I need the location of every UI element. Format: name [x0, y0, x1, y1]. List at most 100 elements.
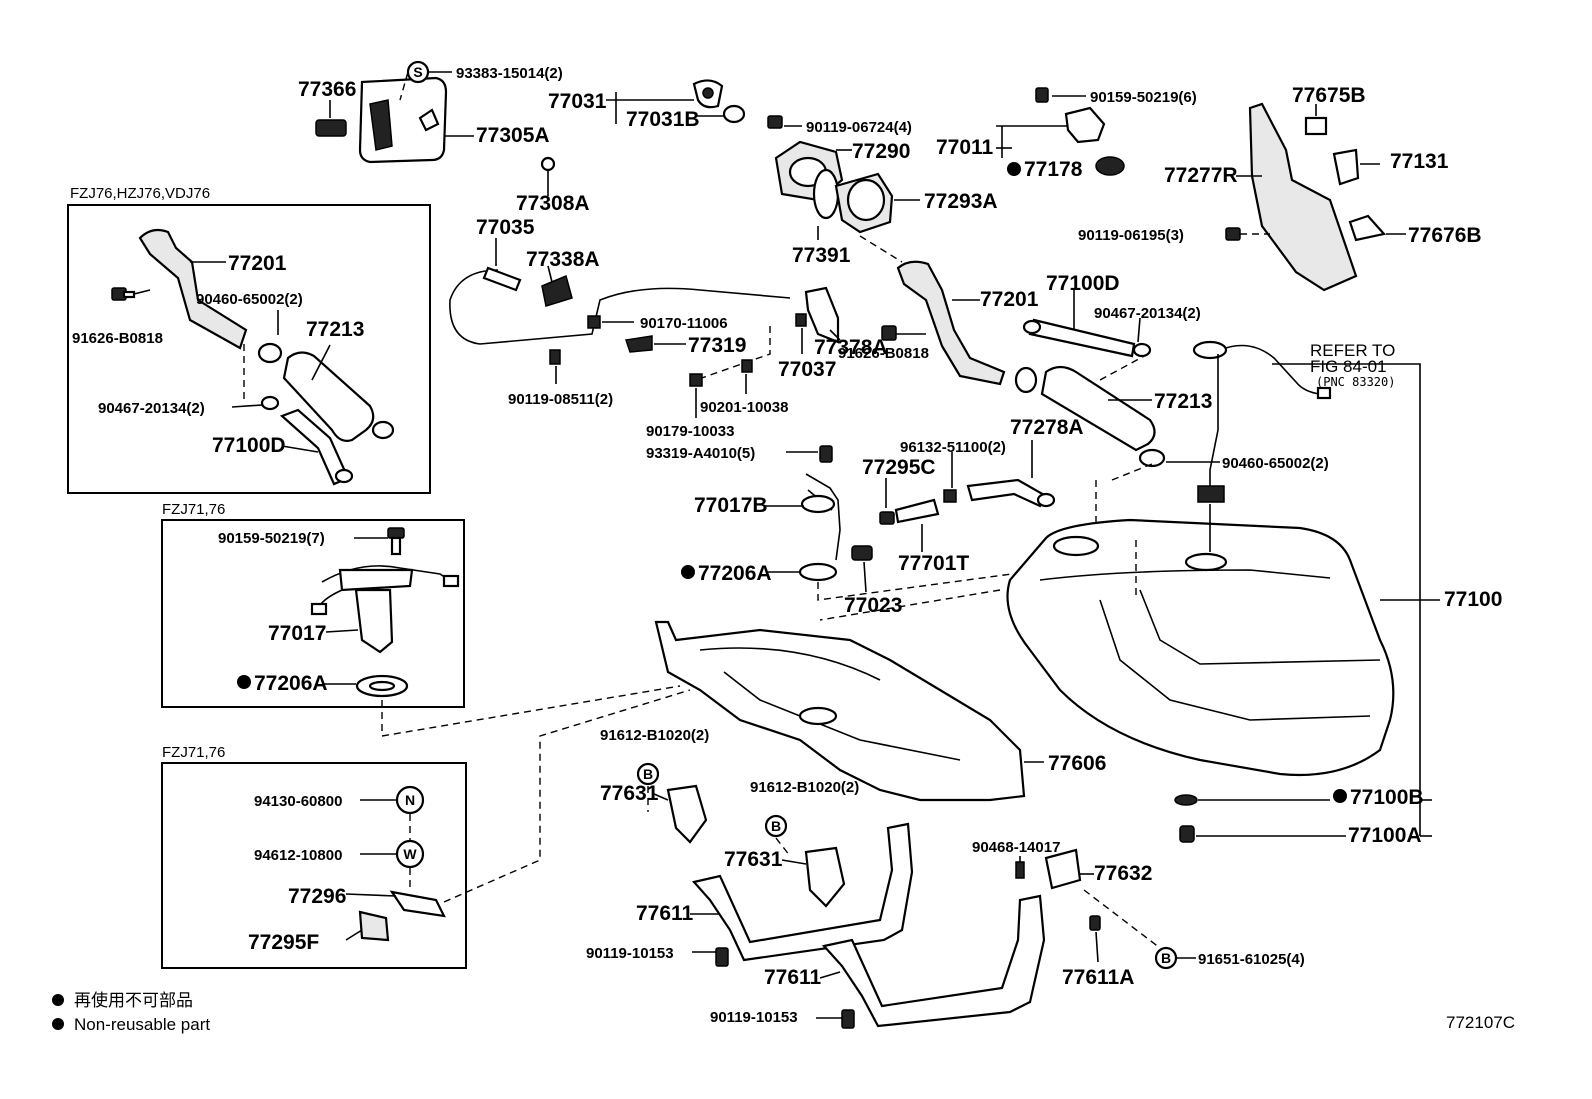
symbol-n-icon	[395, 785, 425, 815]
gauge-plate-icon	[800, 494, 836, 514]
label-90119-08511: 90119-08511(2)	[508, 391, 613, 408]
label-77100d-main: 77100D	[1046, 272, 1120, 295]
legend-line-jp: 再使用不可部品	[74, 990, 193, 1010]
drain-plug-icon	[1179, 825, 1195, 843]
label-77631-b: 77631	[724, 848, 783, 871]
hose-part	[1040, 365, 1156, 452]
label-77632: 77632	[1094, 862, 1152, 885]
label-77213: 77213	[306, 318, 364, 341]
sensor-bracket-part	[389, 890, 446, 918]
connector-icon	[1316, 386, 1332, 400]
label-77017: 77017	[268, 622, 326, 645]
label-93319-a4010: 93319-A4010(5)	[646, 445, 755, 462]
connector-icon	[310, 602, 328, 616]
symbol-b-icon	[764, 814, 788, 838]
valve-tube-group: 77278A 96132-51100(2) 77295C 77701T	[862, 416, 1084, 575]
clip-icon	[1022, 319, 1042, 335]
strap-group: B B B 91612-B1020(2) 77631 91612-B1020(2…	[586, 727, 1305, 1029]
nut-icon	[741, 359, 753, 373]
bracket-icon	[1332, 148, 1360, 186]
protector-group: 77675B 77131 77277R 90119-06195(3) 77676…	[1078, 84, 1482, 292]
label-77391: 77391	[792, 244, 851, 267]
label-77366: 77366	[298, 78, 356, 101]
label-96132-51100: 96132-51100(2)	[900, 439, 1006, 456]
label-77206a-main: 77206A	[698, 562, 772, 585]
label-77178: 77178	[1024, 158, 1083, 181]
clip-icon	[334, 468, 354, 484]
non-reusable-dot-icon	[52, 994, 64, 1006]
clip-icon	[1132, 342, 1152, 358]
fuel-tank-group: 77100 77100B 77100A	[1006, 504, 1502, 847]
label-77296: 77296	[288, 885, 346, 908]
hose-clamp-icon	[1014, 366, 1038, 394]
hose-part	[282, 351, 375, 442]
label-77100: 77100	[1444, 588, 1502, 611]
screw-icon	[549, 349, 561, 365]
clip-icon	[689, 373, 703, 387]
inset-fzj71-76-sensor: FZJ71,76 N W 94130-60800 94612-10800 772…	[161, 744, 467, 969]
svg-text:N: N	[405, 792, 415, 808]
screw-icon	[795, 313, 807, 327]
label-90119-06195: 90119-06195(3)	[1078, 227, 1184, 244]
label-91626-b0818: 91626-B0818	[72, 330, 163, 347]
label-77206a-inset: 77206A	[254, 672, 328, 695]
label-90179-10033: 90179-10033	[646, 423, 734, 440]
filler-pipe-part	[138, 228, 248, 350]
symbol-w-icon	[395, 839, 425, 869]
label-77293a: 77293A	[924, 190, 998, 213]
label-90467-20134: 90467-20134(2)	[98, 400, 205, 417]
pump-main-group: 93319-A4010(5) 77017B 77206A 77023	[646, 445, 1117, 617]
opener-cable-line	[449, 269, 791, 345]
cover-part	[625, 335, 653, 353]
lock-cylinder-part	[315, 119, 347, 137]
label-77631-a: 77631	[600, 782, 659, 805]
label-77676b: 77676B	[1408, 224, 1482, 247]
label-77037: 77037	[778, 358, 836, 381]
heat-insulator-group: 77606	[381, 589, 1106, 802]
label-77295c: 77295C	[862, 456, 936, 479]
label-77023: 77023	[844, 594, 902, 617]
heat-insulator-part	[654, 620, 1026, 802]
non-reusable-dot-icon	[237, 675, 251, 689]
label-90159-50219-7: 90159-50219(7)	[218, 530, 325, 547]
label-90170-11006: 90170-11006	[640, 315, 728, 332]
label-77277r: 77277R	[1164, 164, 1238, 187]
tube-part	[966, 478, 1048, 508]
inset-fzj71-76-pump: FZJ71,76 90159-50219(7) 77017 77206A	[161, 501, 465, 708]
label-77031: 77031	[548, 90, 607, 113]
bolt-icon	[111, 287, 136, 301]
hose-clamp-icon	[1138, 448, 1166, 468]
label-77611a: 77611A	[1062, 966, 1134, 989]
cushion-part	[666, 784, 708, 844]
filter-icon	[851, 545, 873, 561]
label-77017b: 77017B	[694, 494, 768, 517]
svg-text:B: B	[1161, 950, 1171, 966]
clip-icon	[943, 489, 957, 503]
gasket-icon	[1174, 794, 1198, 806]
bolt-icon	[715, 947, 729, 967]
seal-icon	[1095, 156, 1125, 176]
label-77290: 77290	[852, 140, 910, 163]
bolt-icon	[841, 1009, 855, 1029]
float-icon	[1197, 485, 1225, 503]
label-90119-10153-a: 90119-10153	[586, 945, 674, 962]
nut-icon	[879, 511, 895, 525]
clip-icon	[1304, 116, 1328, 136]
cap-group: 77031 77031B 90119-06724(4) 77290 77293A…	[548, 79, 998, 267]
bolt-icon	[1225, 227, 1241, 241]
non-reusable-dot-icon	[1007, 162, 1021, 176]
opener-cable-group: 77035 77338A 90170-11006 77319 90119-085…	[449, 216, 888, 440]
label-77100d: 77100D	[212, 434, 286, 457]
cushion-part	[804, 846, 846, 908]
label-94612-10800: 94612-10800	[254, 847, 342, 864]
refer-line3: (PNC 83320)	[1316, 375, 1395, 389]
label-77011: 77011	[936, 136, 994, 159]
label-77213-main: 77213	[1154, 390, 1212, 413]
bracket-icon	[1348, 214, 1387, 242]
inset-header: FZJ76,HZJ76,VDJ76	[70, 185, 210, 202]
non-reusable-dot-icon	[52, 1018, 64, 1030]
label-77378a: 77378A	[814, 336, 888, 359]
gasket-ring-icon	[798, 562, 838, 582]
label-77611-b: 77611	[764, 966, 822, 989]
